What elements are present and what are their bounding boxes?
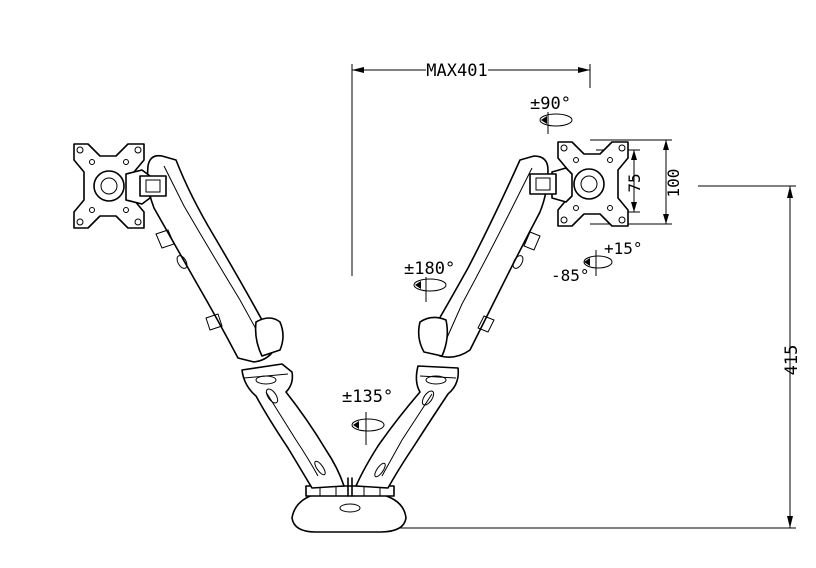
left-vesa-plate — [73, 143, 167, 229]
rotation-90-annotation: ±90° — [530, 94, 573, 134]
height-label: 415 — [782, 345, 802, 376]
rotation-90-label: ±90° — [530, 94, 571, 114]
max-reach-dimension: MAX401 — [351, 61, 591, 276]
right-upper-arm — [417, 155, 549, 358]
left-lower-arm — [241, 363, 345, 489]
tilt-up-label: +15° — [604, 239, 643, 258]
desk-base — [291, 477, 407, 533]
tilt-annotation: +15° -85° — [551, 239, 643, 285]
vesa-large-label: 100 — [664, 169, 683, 198]
max-reach-label: MAX401 — [426, 61, 487, 81]
right-lower-arm — [355, 365, 460, 489]
left-upper-arm — [146, 154, 284, 363]
right-vesa-plate — [529, 141, 629, 227]
tilt-down-label: -85° — [551, 266, 590, 285]
vesa-small-label: 75 — [625, 173, 644, 192]
rotation-180-annotation: ±180° — [404, 259, 455, 302]
rotation-180-label: ±180° — [404, 259, 455, 279]
rotation-135-label: ±135° — [342, 387, 393, 407]
height-dimension: 415 — [400, 185, 802, 529]
rotation-135-annotation: ±135° — [342, 387, 393, 445]
